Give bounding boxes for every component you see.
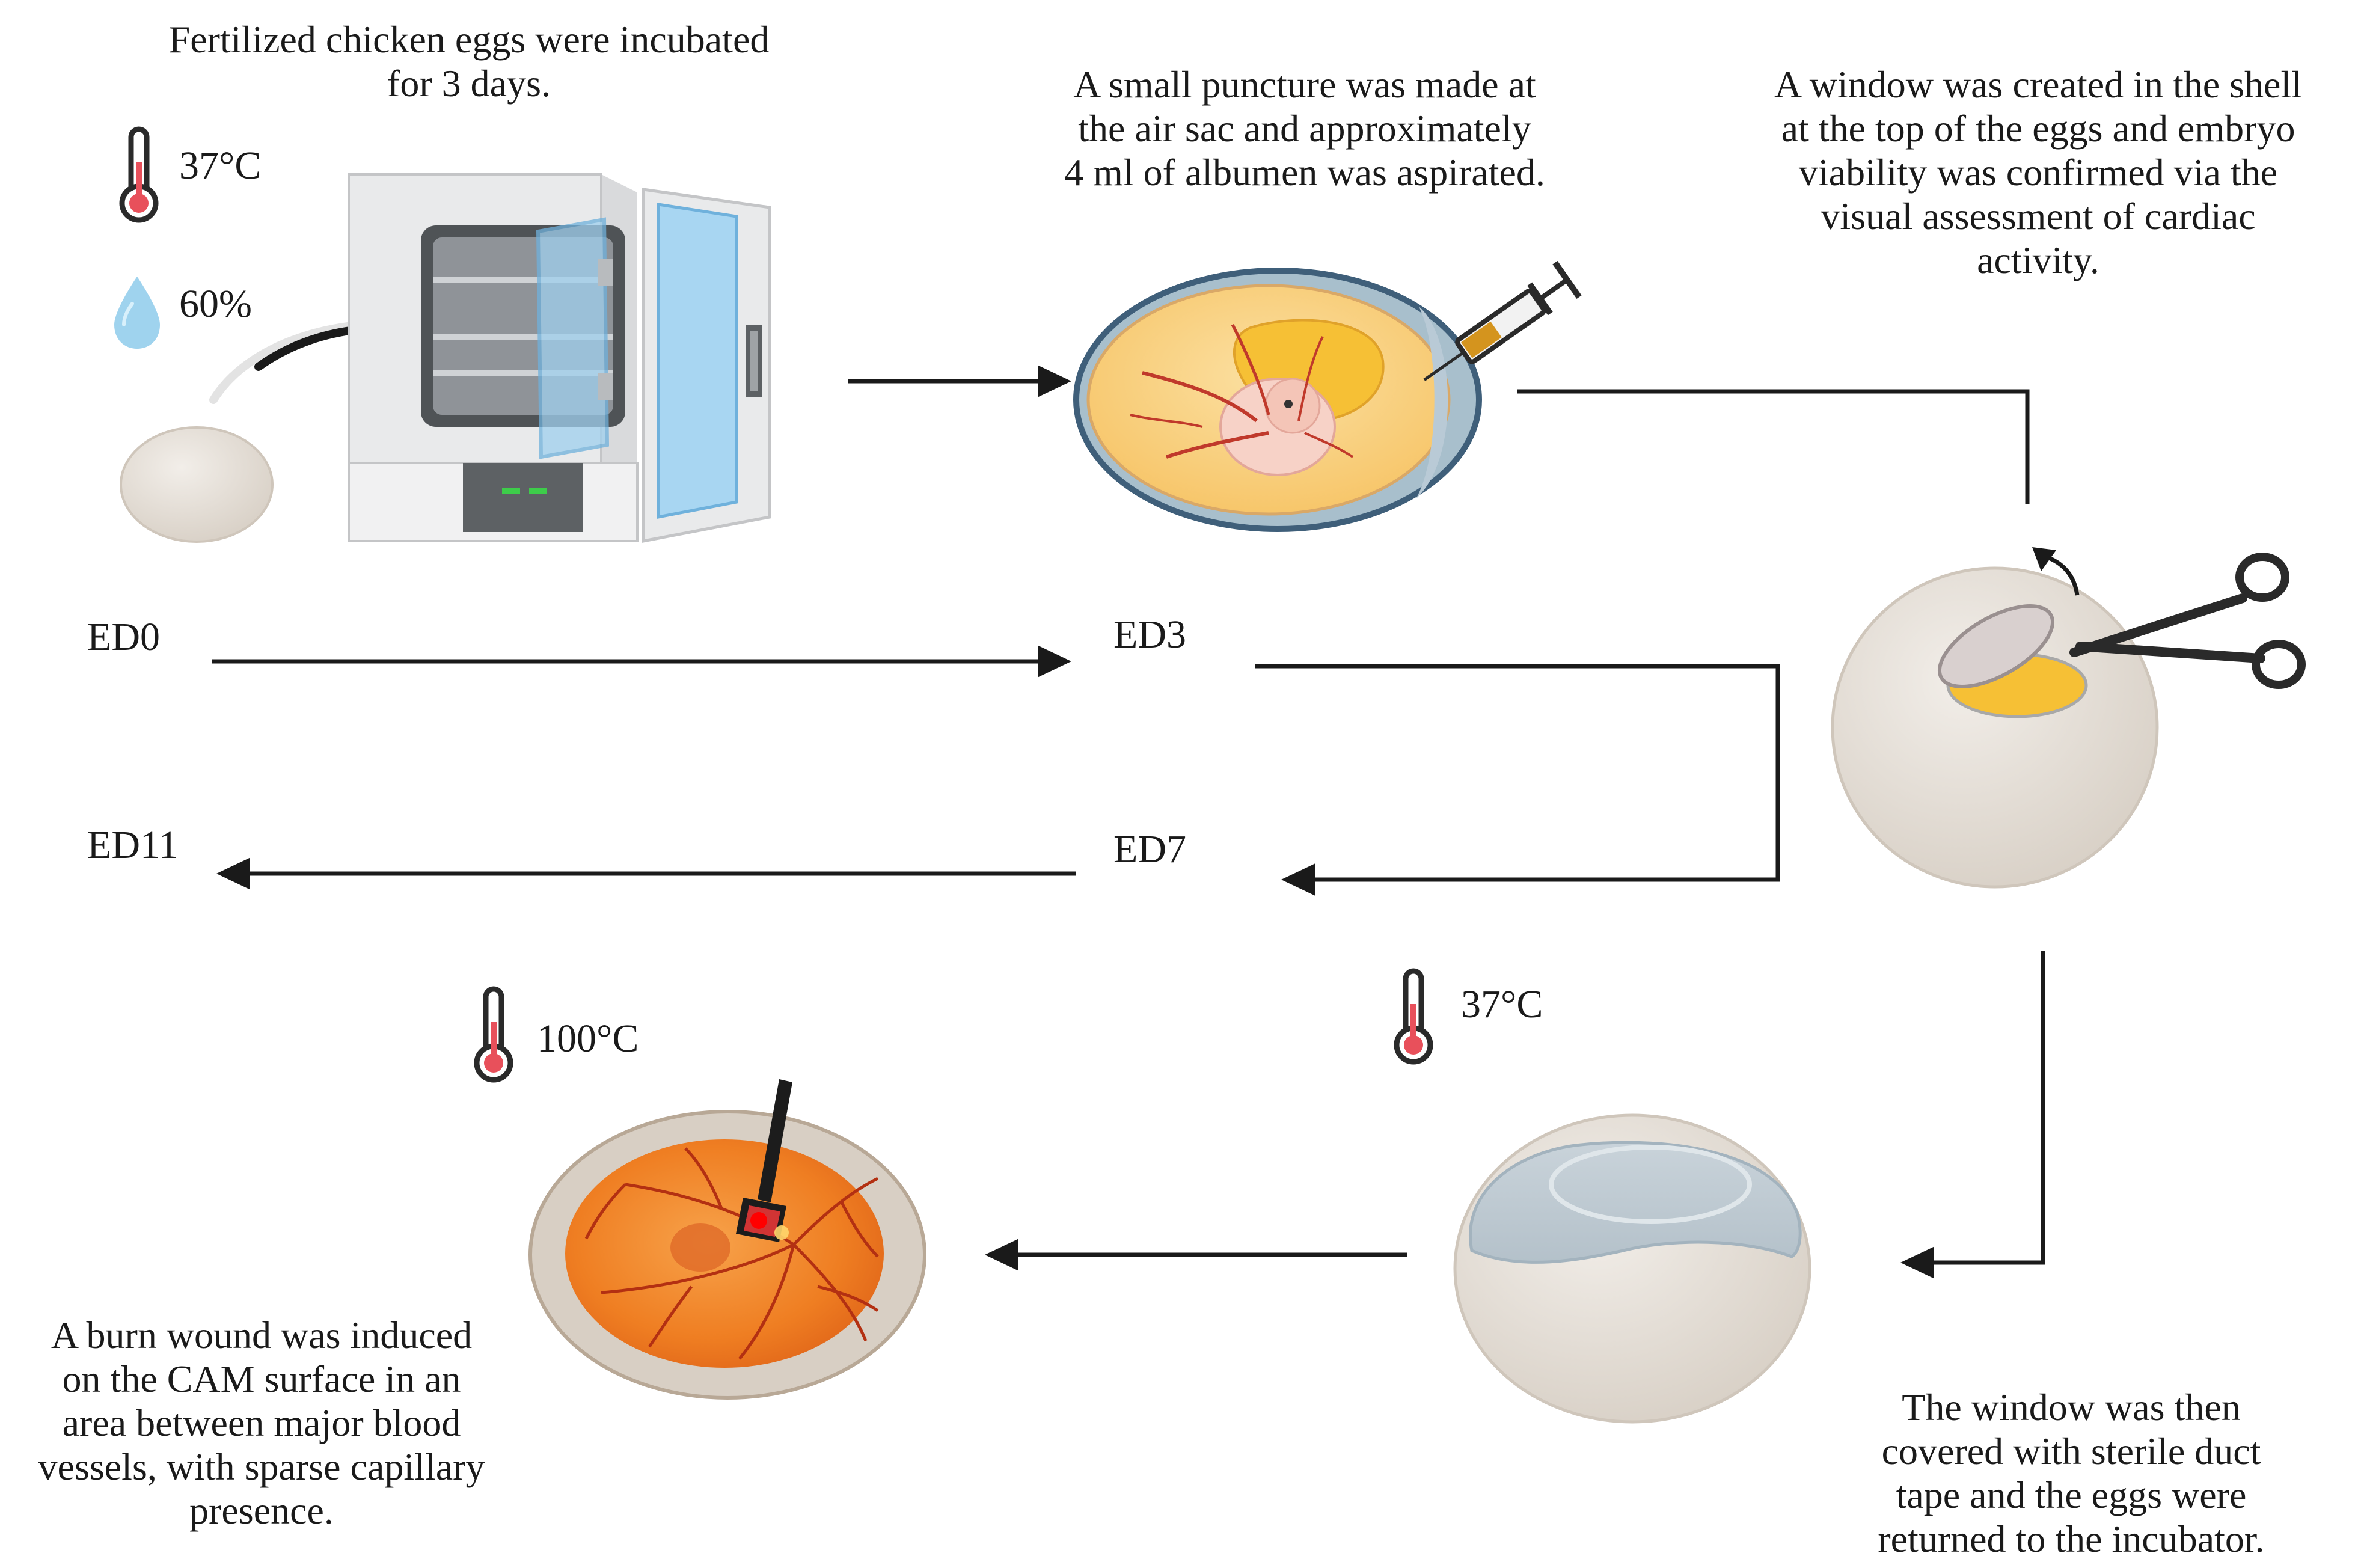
timeline-ed11: ED11 bbox=[87, 823, 179, 867]
windowed-egg-icon bbox=[1831, 547, 2159, 889]
connector-window-taped bbox=[1900, 951, 2045, 1279]
step-cover-text: The window was then covered with sterile… bbox=[1878, 1386, 2265, 1560]
step-incubate-text: Fertilized chicken eggs were incubated f… bbox=[168, 18, 770, 105]
timeline-ed7: ED7 bbox=[1113, 827, 1186, 871]
step-burn-text: A burn wound was induced on the CAM surf… bbox=[38, 1314, 485, 1532]
embryo-egg-icon bbox=[1073, 268, 1482, 532]
taped-egg-icon bbox=[1453, 1113, 1811, 1424]
connector-puncture-window bbox=[1517, 389, 2030, 504]
syringe-icon bbox=[1423, 260, 1582, 381]
step-window-text: A window was created in the shell at the… bbox=[1774, 63, 2302, 281]
reincubation-temp-label: 37°C bbox=[1461, 982, 1543, 1026]
thermometer-icon bbox=[474, 986, 513, 1083]
egg-icon bbox=[120, 426, 274, 543]
droplet-icon bbox=[114, 277, 160, 349]
incubation-humidity-label: 60% bbox=[179, 282, 252, 326]
scissors-icon bbox=[2069, 553, 2306, 689]
timeline-ed3: ED3 bbox=[1113, 613, 1186, 657]
cam-egg-icon bbox=[528, 1110, 926, 1400]
timeline-ed0: ED0 bbox=[87, 615, 160, 659]
thermometer-icon bbox=[1394, 968, 1433, 1065]
incubator-icon bbox=[348, 173, 771, 544]
burn-probe-icon bbox=[736, 1079, 792, 1242]
burn-temp-label: 100°C bbox=[537, 1017, 639, 1061]
connector-ed3-ed7 bbox=[1255, 664, 1780, 896]
incubation-temp-label: 37°C bbox=[179, 144, 262, 188]
step-puncture-text: A small puncture was made at the air sac… bbox=[1064, 63, 1545, 194]
thermometer-icon bbox=[119, 126, 159, 223]
